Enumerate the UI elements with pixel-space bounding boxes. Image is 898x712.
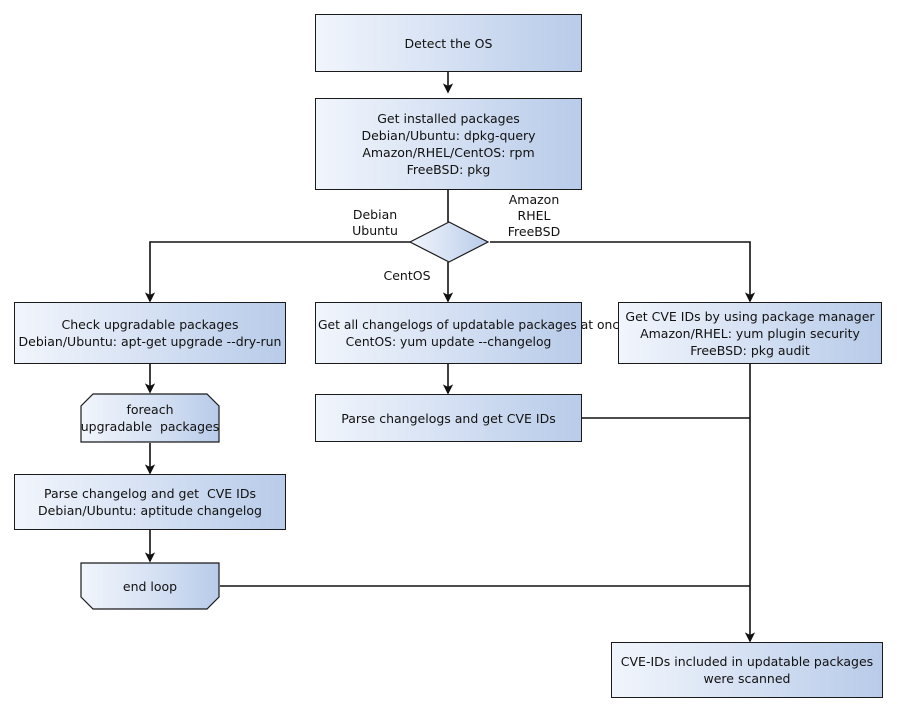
edge-label-debian-ubuntu: Debian Ubuntu — [352, 207, 398, 238]
node-get-cve-package-manager[interactable]: Get CVE IDs by using package manager Ama… — [618, 302, 882, 364]
node-get-installed-packages[interactable]: Get installed packages Debian/Ubuntu: dp… — [315, 98, 582, 190]
node-result-scanned[interactable]: CVE-IDs included in updatable packages w… — [611, 642, 883, 698]
node-get-installed-packages-label: Get installed packages Debian/Ubuntu: dp… — [361, 111, 536, 177]
node-parse-changelogs-centos[interactable]: Parse changelogs and get CVE IDs — [315, 394, 582, 442]
node-check-upgradable-packages[interactable]: Check upgradable packages Debian/Ubuntu:… — [14, 302, 286, 364]
node-os-decision[interactable] — [408, 220, 490, 264]
edge-label-centos: CentOS — [383, 268, 431, 283]
edge-decision-to-get-cve — [490, 241, 756, 303]
node-detect-os[interactable]: Detect the OS — [315, 14, 582, 72]
node-parse-changelog-single-label: Parse changelog and get CVE IDs Debian/U… — [38, 486, 262, 518]
node-parse-changelog-single[interactable]: Parse changelog and get CVE IDs Debian/U… — [14, 474, 286, 530]
node-foreach-loop-start[interactable]: foreach upgradable packages — [80, 393, 220, 443]
node-end-loop-label: end loop — [122, 578, 178, 594]
node-parse-changelogs-centos-label: Parse changelogs and get CVE IDs — [341, 410, 556, 426]
node-get-all-changelogs-label: Get all changelogs of updatable packages… — [317, 317, 627, 349]
node-foreach-loop-start-label: foreach upgradable packages — [80, 402, 220, 434]
node-detect-os-label: Detect the OS — [404, 35, 493, 51]
edge-decision-to-check-upgradable — [144, 241, 410, 303]
node-check-upgradable-packages-label: Check upgradable packages Debian/Ubuntu:… — [18, 317, 282, 349]
node-end-loop[interactable]: end loop — [80, 562, 220, 610]
node-get-cve-package-manager-label: Get CVE IDs by using package manager Ama… — [625, 308, 875, 358]
node-get-all-changelogs[interactable]: Get all changelogs of updatable packages… — [315, 302, 627, 364]
edge-label-amazon-rhel-freebsd: Amazon RHEL FreeBSD — [507, 192, 561, 239]
node-result-scanned-label: CVE-IDs included in updatable packages w… — [620, 654, 874, 686]
